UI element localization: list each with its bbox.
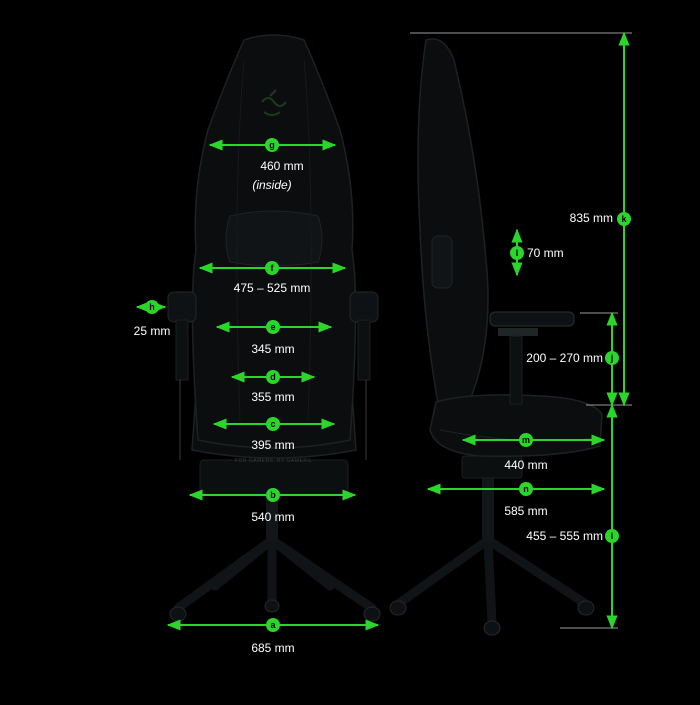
dimension-e-letter: e <box>270 322 275 332</box>
dimension-a-letter: a <box>270 620 276 630</box>
dimension-m: m <box>461 433 606 447</box>
razer-logo-icon <box>261 89 287 116</box>
dimension-j-badge <box>605 351 619 365</box>
front-chair-armrest-left <box>167 291 197 460</box>
dimension-l-badge <box>510 246 524 260</box>
front-chair-casters <box>169 599 381 622</box>
dim-f-value: 475 – 525 mm <box>233 281 311 295</box>
dim-j-value: 200 – 270 mm <box>526 351 603 365</box>
front-chair-armrest-right <box>349 291 379 460</box>
dim-n-value: 585 mm <box>504 504 548 518</box>
dimension-b-badge <box>266 488 280 502</box>
dimension-l: l <box>510 228 524 277</box>
front-chair-gas-lift <box>266 490 278 542</box>
dim-l-value: 70 mm <box>527 246 564 260</box>
dimension-h-badge <box>145 300 159 314</box>
dim-k-value: 835 mm <box>569 211 613 225</box>
dimension-b: b <box>188 488 357 502</box>
side-chair-casters <box>389 600 595 636</box>
dim-b-value: 540 mm <box>251 510 295 524</box>
dim-e-value: 345 mm <box>251 342 295 356</box>
dim-g-note: (inside) <box>252 178 292 192</box>
front-chair-illustration: FOR GAMERS. BY GAMERS. <box>167 34 381 622</box>
front-chair-branding: FOR GAMERS. BY GAMERS. <box>235 458 313 464</box>
dimension-d-badge <box>266 370 280 384</box>
dimension-h-letter: h <box>149 302 155 312</box>
side-chair-armrest <box>489 311 575 405</box>
dimension-n-letter: n <box>523 484 529 494</box>
front-chair-center-stitch <box>236 59 312 421</box>
dimension-e: e <box>215 320 333 334</box>
front-chair-lumbar-pillow <box>225 210 323 267</box>
dimension-d: d <box>230 370 316 384</box>
dimension-b-letter: b <box>270 490 276 500</box>
dimension-f-letter: f <box>271 263 275 273</box>
dimension-c-badge <box>266 417 280 431</box>
dimension-f-badge <box>265 261 279 275</box>
dimension-j-letter: j <box>610 353 614 363</box>
dim-m-value: 440 mm <box>504 458 548 472</box>
dim-d-value: 355 mm <box>251 390 295 404</box>
dim-i-value: 455 – 555 mm <box>526 529 603 543</box>
dimension-n-badge <box>519 482 533 496</box>
dim-a-value: 685 mm <box>251 641 295 655</box>
dimension-a: a <box>166 618 380 632</box>
dimension-e-badge <box>266 320 280 334</box>
dimension-i-letter: i <box>611 531 614 541</box>
dimension-c: c <box>212 417 336 431</box>
dimension-l-letter: l <box>516 248 519 258</box>
side-chair-illustration <box>389 38 603 636</box>
dimension-m-badge <box>519 433 533 447</box>
dimension-a-badge <box>266 618 280 632</box>
dimension-k: k <box>617 31 631 407</box>
dimension-k-letter: k <box>621 214 627 224</box>
side-chair-backrest <box>417 38 489 416</box>
side-chair-headrest-pillow <box>431 235 453 289</box>
dim-h-value: 25 mm <box>133 324 171 338</box>
dimension-h: h <box>135 300 167 314</box>
dimension-m-letter: m <box>522 435 530 445</box>
dimension-i-badge <box>605 529 619 543</box>
dimension-k-badge <box>617 212 631 226</box>
dimension-n: n <box>426 482 606 496</box>
side-chair-base <box>393 535 591 627</box>
side-chair-gas-lift <box>482 474 494 542</box>
dim-c-value: 395 mm <box>251 438 295 452</box>
dimension-marks: g f h e d c b a k l j m n i <box>135 31 631 632</box>
dimension-f: f <box>198 261 347 275</box>
dimension-j: j <box>605 311 619 407</box>
dim-g-value: 460 mm <box>260 159 304 173</box>
dimension-g-badge <box>265 138 279 152</box>
dimension-g: g <box>208 138 337 152</box>
dimension-c-letter: c <box>270 419 275 429</box>
front-chair-base <box>173 535 377 613</box>
dimension-g-letter: g <box>269 140 275 150</box>
dimension-d-letter: d <box>270 372 276 382</box>
dimension-i: i <box>605 403 619 630</box>
